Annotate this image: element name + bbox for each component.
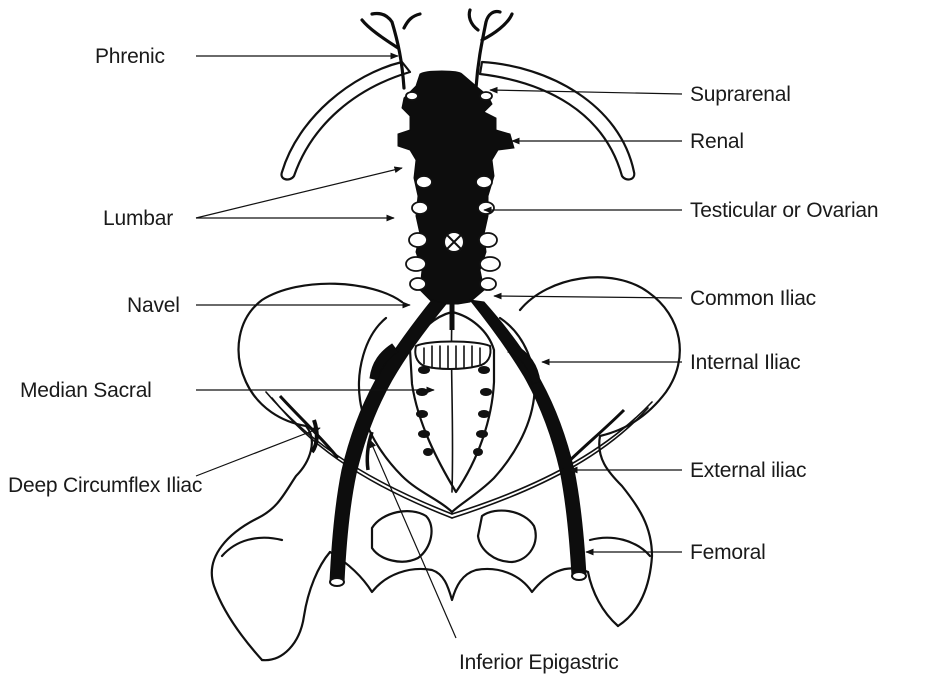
label-phrenic: Phrenic <box>95 46 165 67</box>
label-inferior-epigastric: Inferior Epigastric <box>459 652 619 673</box>
aorta <box>280 10 624 586</box>
leader-lumbar-upper <box>196 168 402 218</box>
label-common-iliac: Common Iliac <box>690 288 816 309</box>
label-external-iliac: External iliac <box>690 460 806 481</box>
label-lumbar: Lumbar <box>103 208 173 229</box>
label-femoral: Femoral <box>690 542 766 563</box>
label-testicular-ovarian: Testicular or Ovarian <box>690 200 878 221</box>
leader-suprarenal <box>490 90 682 94</box>
label-renal: Renal <box>690 131 744 152</box>
label-suprarenal: Suprarenal <box>690 84 791 105</box>
label-internal-iliac: Internal Iliac <box>690 352 800 373</box>
pelvis-outline <box>212 277 680 660</box>
label-median-sacral: Median Sacral <box>20 380 152 401</box>
label-deep-circumflex-iliac: Deep Circumflex Iliac <box>8 475 202 496</box>
label-navel: Navel <box>127 295 180 316</box>
navel-marker <box>444 232 464 252</box>
